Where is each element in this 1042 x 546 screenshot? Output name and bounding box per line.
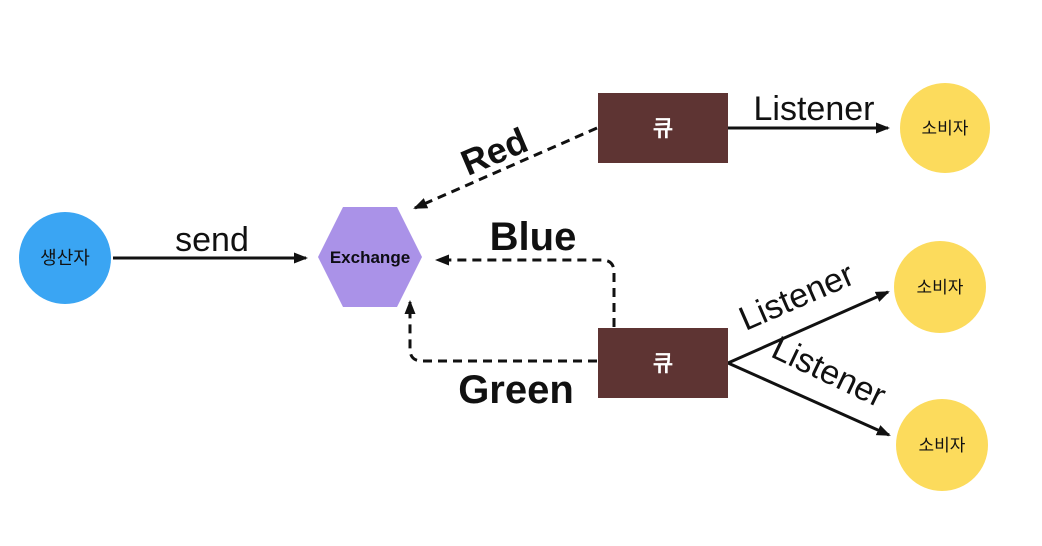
edge-blue-binding-arrow — [435, 254, 616, 327]
edge-label-send: send — [175, 221, 249, 259]
producer-label: 생산자 — [40, 248, 90, 268]
consumer-top-node — [900, 83, 990, 173]
consumer-middle-label: 소비자 — [917, 278, 964, 297]
consumer-bottom-node — [896, 399, 988, 491]
queue-top-label: 큐 — [653, 116, 673, 141]
consumer-middle-node — [894, 241, 986, 333]
edge-label-blue: Blue — [490, 215, 577, 259]
queue-bottom-label: 큐 — [653, 351, 673, 376]
edge-red-binding-arrow — [413, 126, 598, 210]
consumer-top-label: 소비자 — [922, 119, 969, 138]
producer-node — [19, 212, 111, 304]
edge-label-green: Green — [458, 368, 574, 412]
edge-label-listener-bottom: Listener — [766, 329, 892, 415]
exchange-label: Exchange — [330, 248, 410, 267]
edge-label-listener-top: Listener — [754, 90, 875, 128]
exchange-node — [318, 207, 422, 307]
edge-green-binding-arrow — [404, 300, 597, 363]
queue-top-node — [598, 93, 728, 163]
queue-bottom-node — [598, 328, 728, 398]
edge-listener-bottom-arrow — [727, 361, 891, 437]
consumer-bottom-label: 소비자 — [919, 436, 966, 455]
edge-label-listener-middle: Listener — [734, 255, 860, 338]
edge-listener-middle-arrow — [727, 290, 890, 365]
